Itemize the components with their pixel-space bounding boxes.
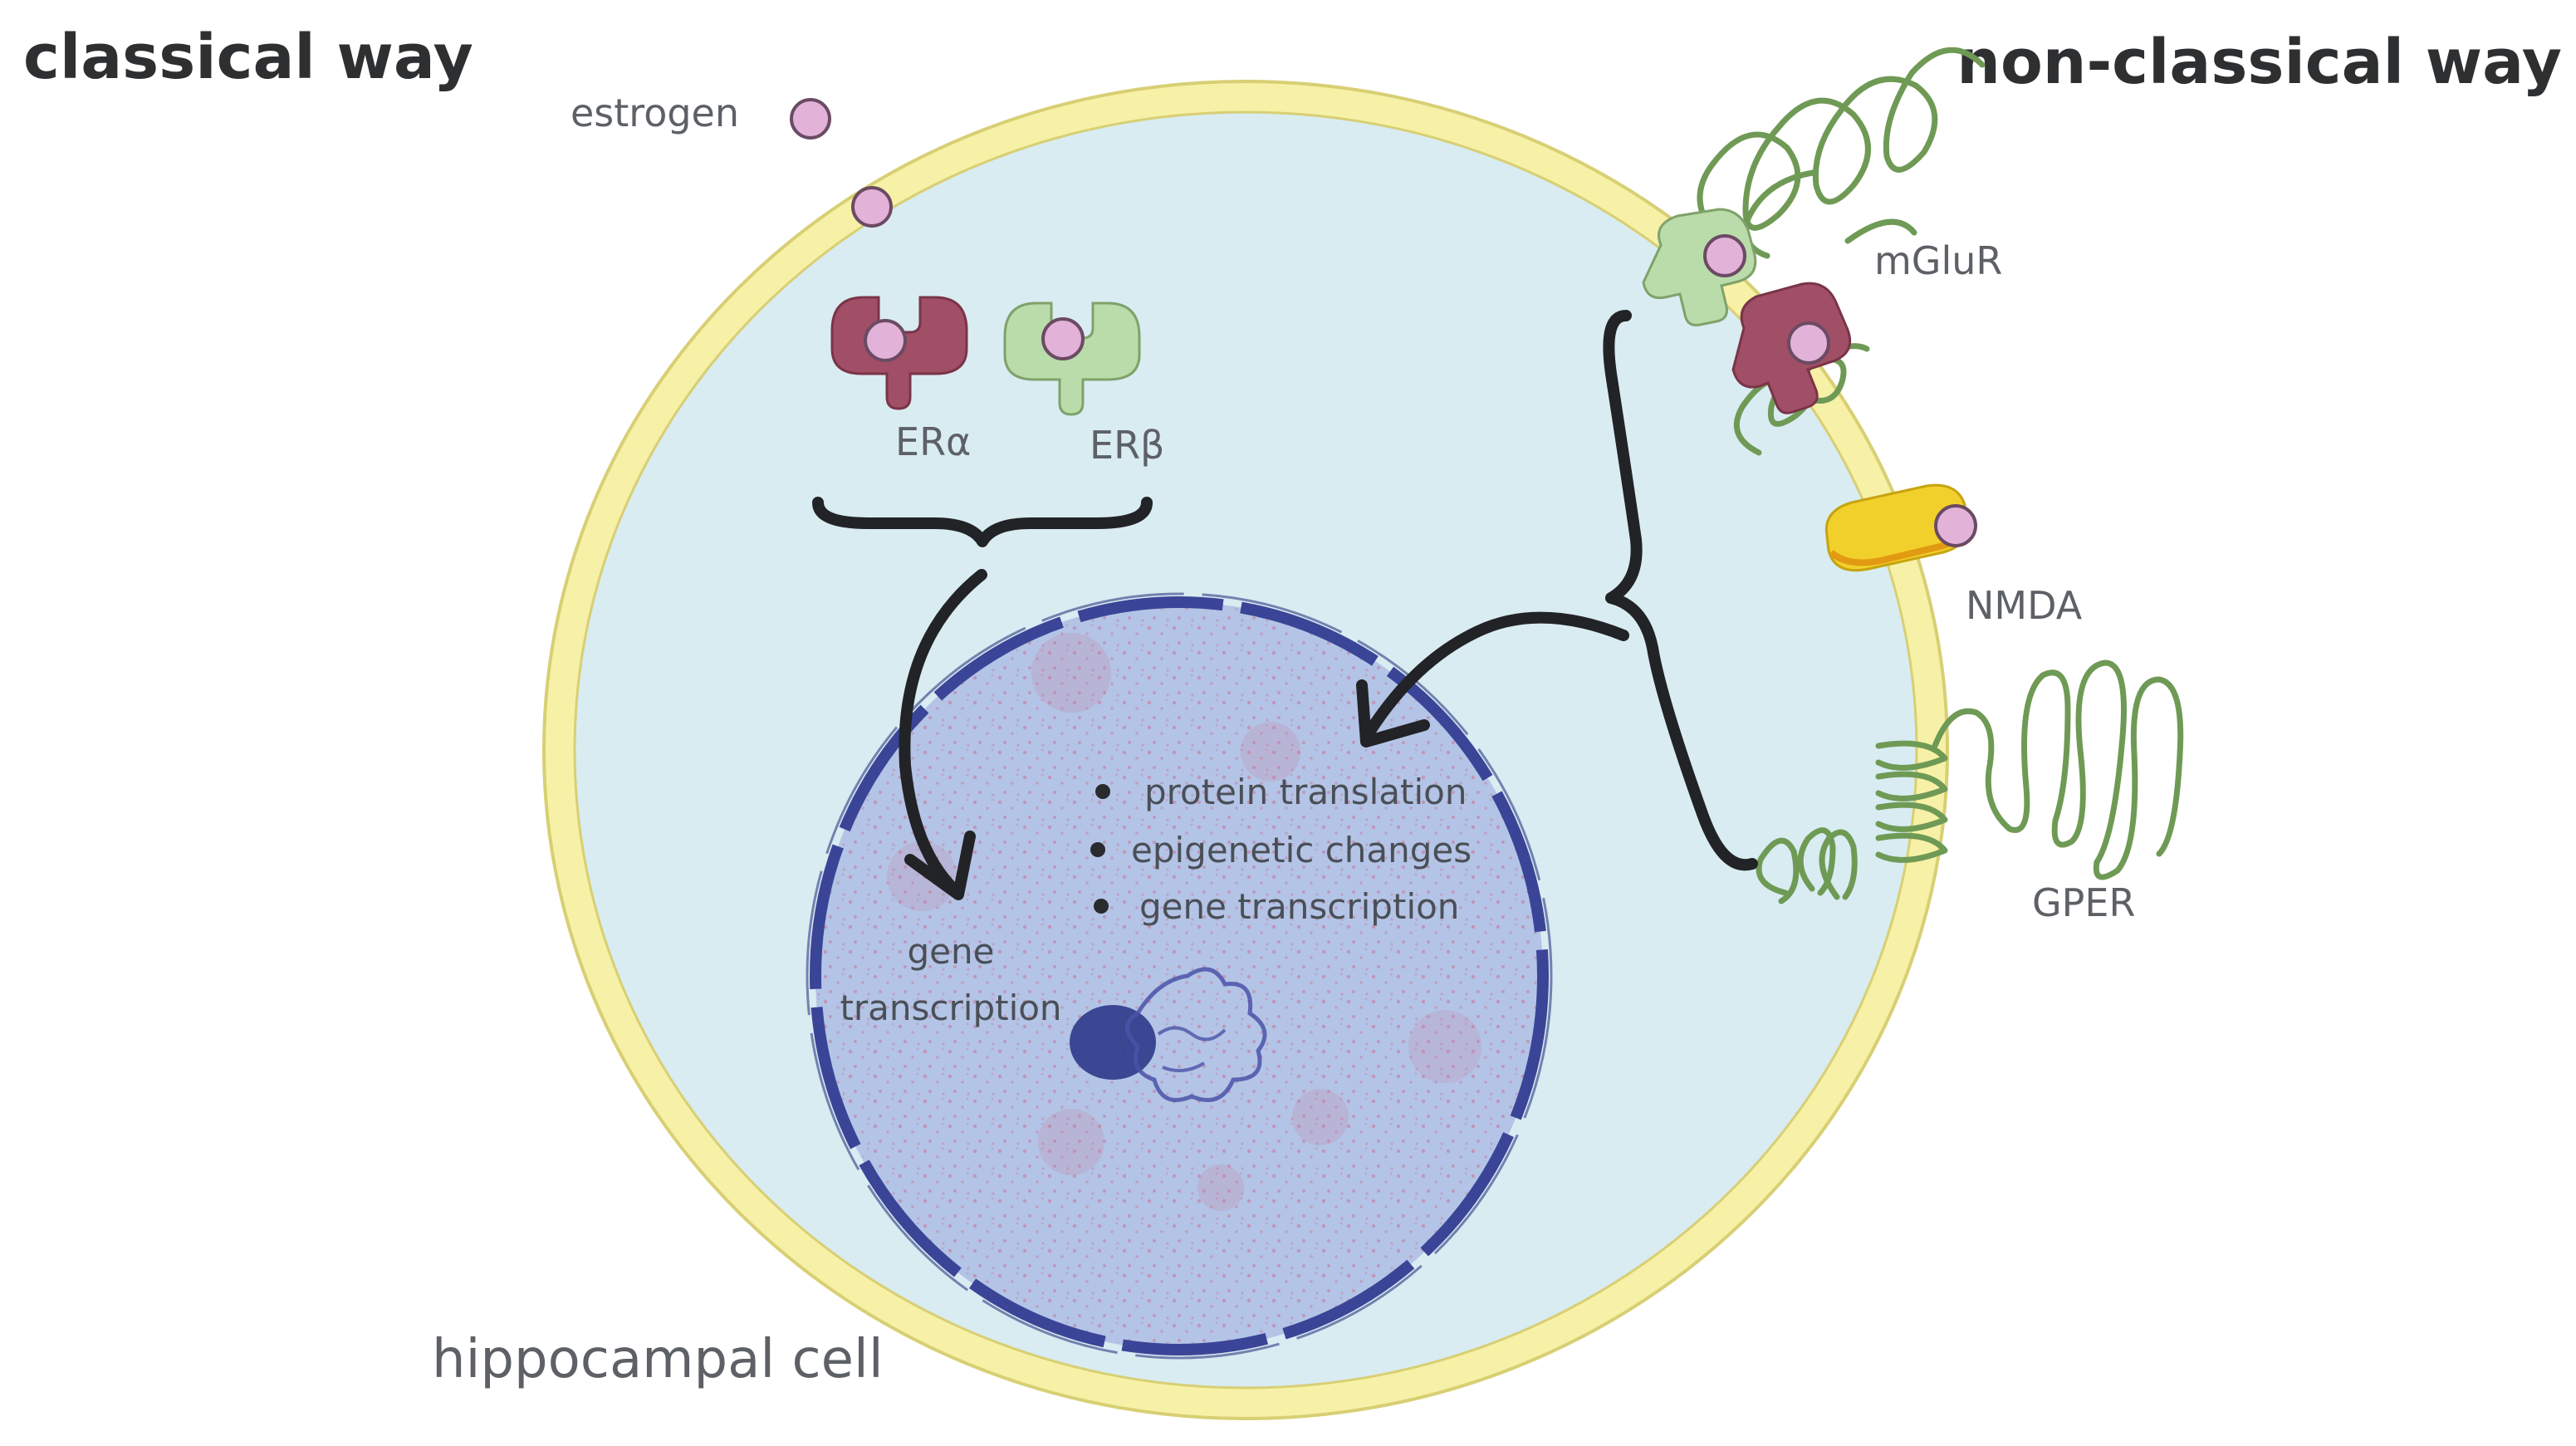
non-classical-bracket [1603,310,1758,871]
classical-arrowhead [904,831,976,900]
bullet [1095,784,1110,799]
effect-epigenetic-changes: epigenetic changes [1131,830,1472,870]
classical-effect-line-2: transcription [840,988,1061,1028]
classical-bracket [812,497,1153,547]
nmda-label: NMDA [1966,583,2083,628]
gper-receptor [1756,659,2184,904]
estrogen-molecule [790,98,831,140]
bound-estrogen [1703,234,1746,277]
chromatin-patch [1031,633,1111,713]
non-classical-arrowhead [1356,679,1430,748]
effect-protein-translation: protein translation [1144,772,1467,812]
gper-label: GPER [2032,880,2135,925]
er-beta-label: ERβ [1090,423,1164,468]
classical-effect-label: gene transcription [840,931,1061,1028]
classical-way-heading: classical way [23,22,473,93]
chromatin-patch [1241,722,1300,782]
chromatin-patch [1408,1010,1481,1083]
er-alpha-label: ERα [895,419,971,464]
nucleolus [1070,1005,1156,1080]
nucleus [806,592,1553,1360]
bullet [1090,842,1105,857]
non-classical-way-heading: non-classical way [1956,27,2562,98]
chromatin-patch [1197,1164,1244,1211]
estrogen-label: estrogen [571,91,739,135]
mglur-label: mGluR [1874,238,2002,283]
non-classical-arrow [1364,611,1629,737]
hippocampal-cell-label: hippocampal cell [432,1329,884,1390]
nmda-receptor [1824,483,1977,572]
bullet [1094,899,1109,914]
chromatin-patch [1038,1109,1104,1175]
bound-estrogen [864,319,907,362]
chromatin-patch [887,841,957,911]
estrogen-in-membrane [851,186,893,228]
chromatin-patch [1292,1089,1349,1145]
mglur-receptor [1642,47,1986,456]
bound-estrogen [1787,321,1830,365]
bound-estrogen [1041,317,1085,360]
er-alpha-receptor [830,296,968,410]
chromatin-strand [1125,967,1267,1102]
classical-arrow [899,569,987,895]
non-classical-effects-list: protein translation epigenetic changes g… [1090,772,1472,927]
bound-estrogen [1934,504,1977,547]
classical-effect-line-1: gene [908,931,995,972]
er-beta-receptor [1003,301,1141,416]
effect-gene-transcription: gene transcription [1139,886,1459,927]
nuclear-envelope [810,596,1549,1355]
